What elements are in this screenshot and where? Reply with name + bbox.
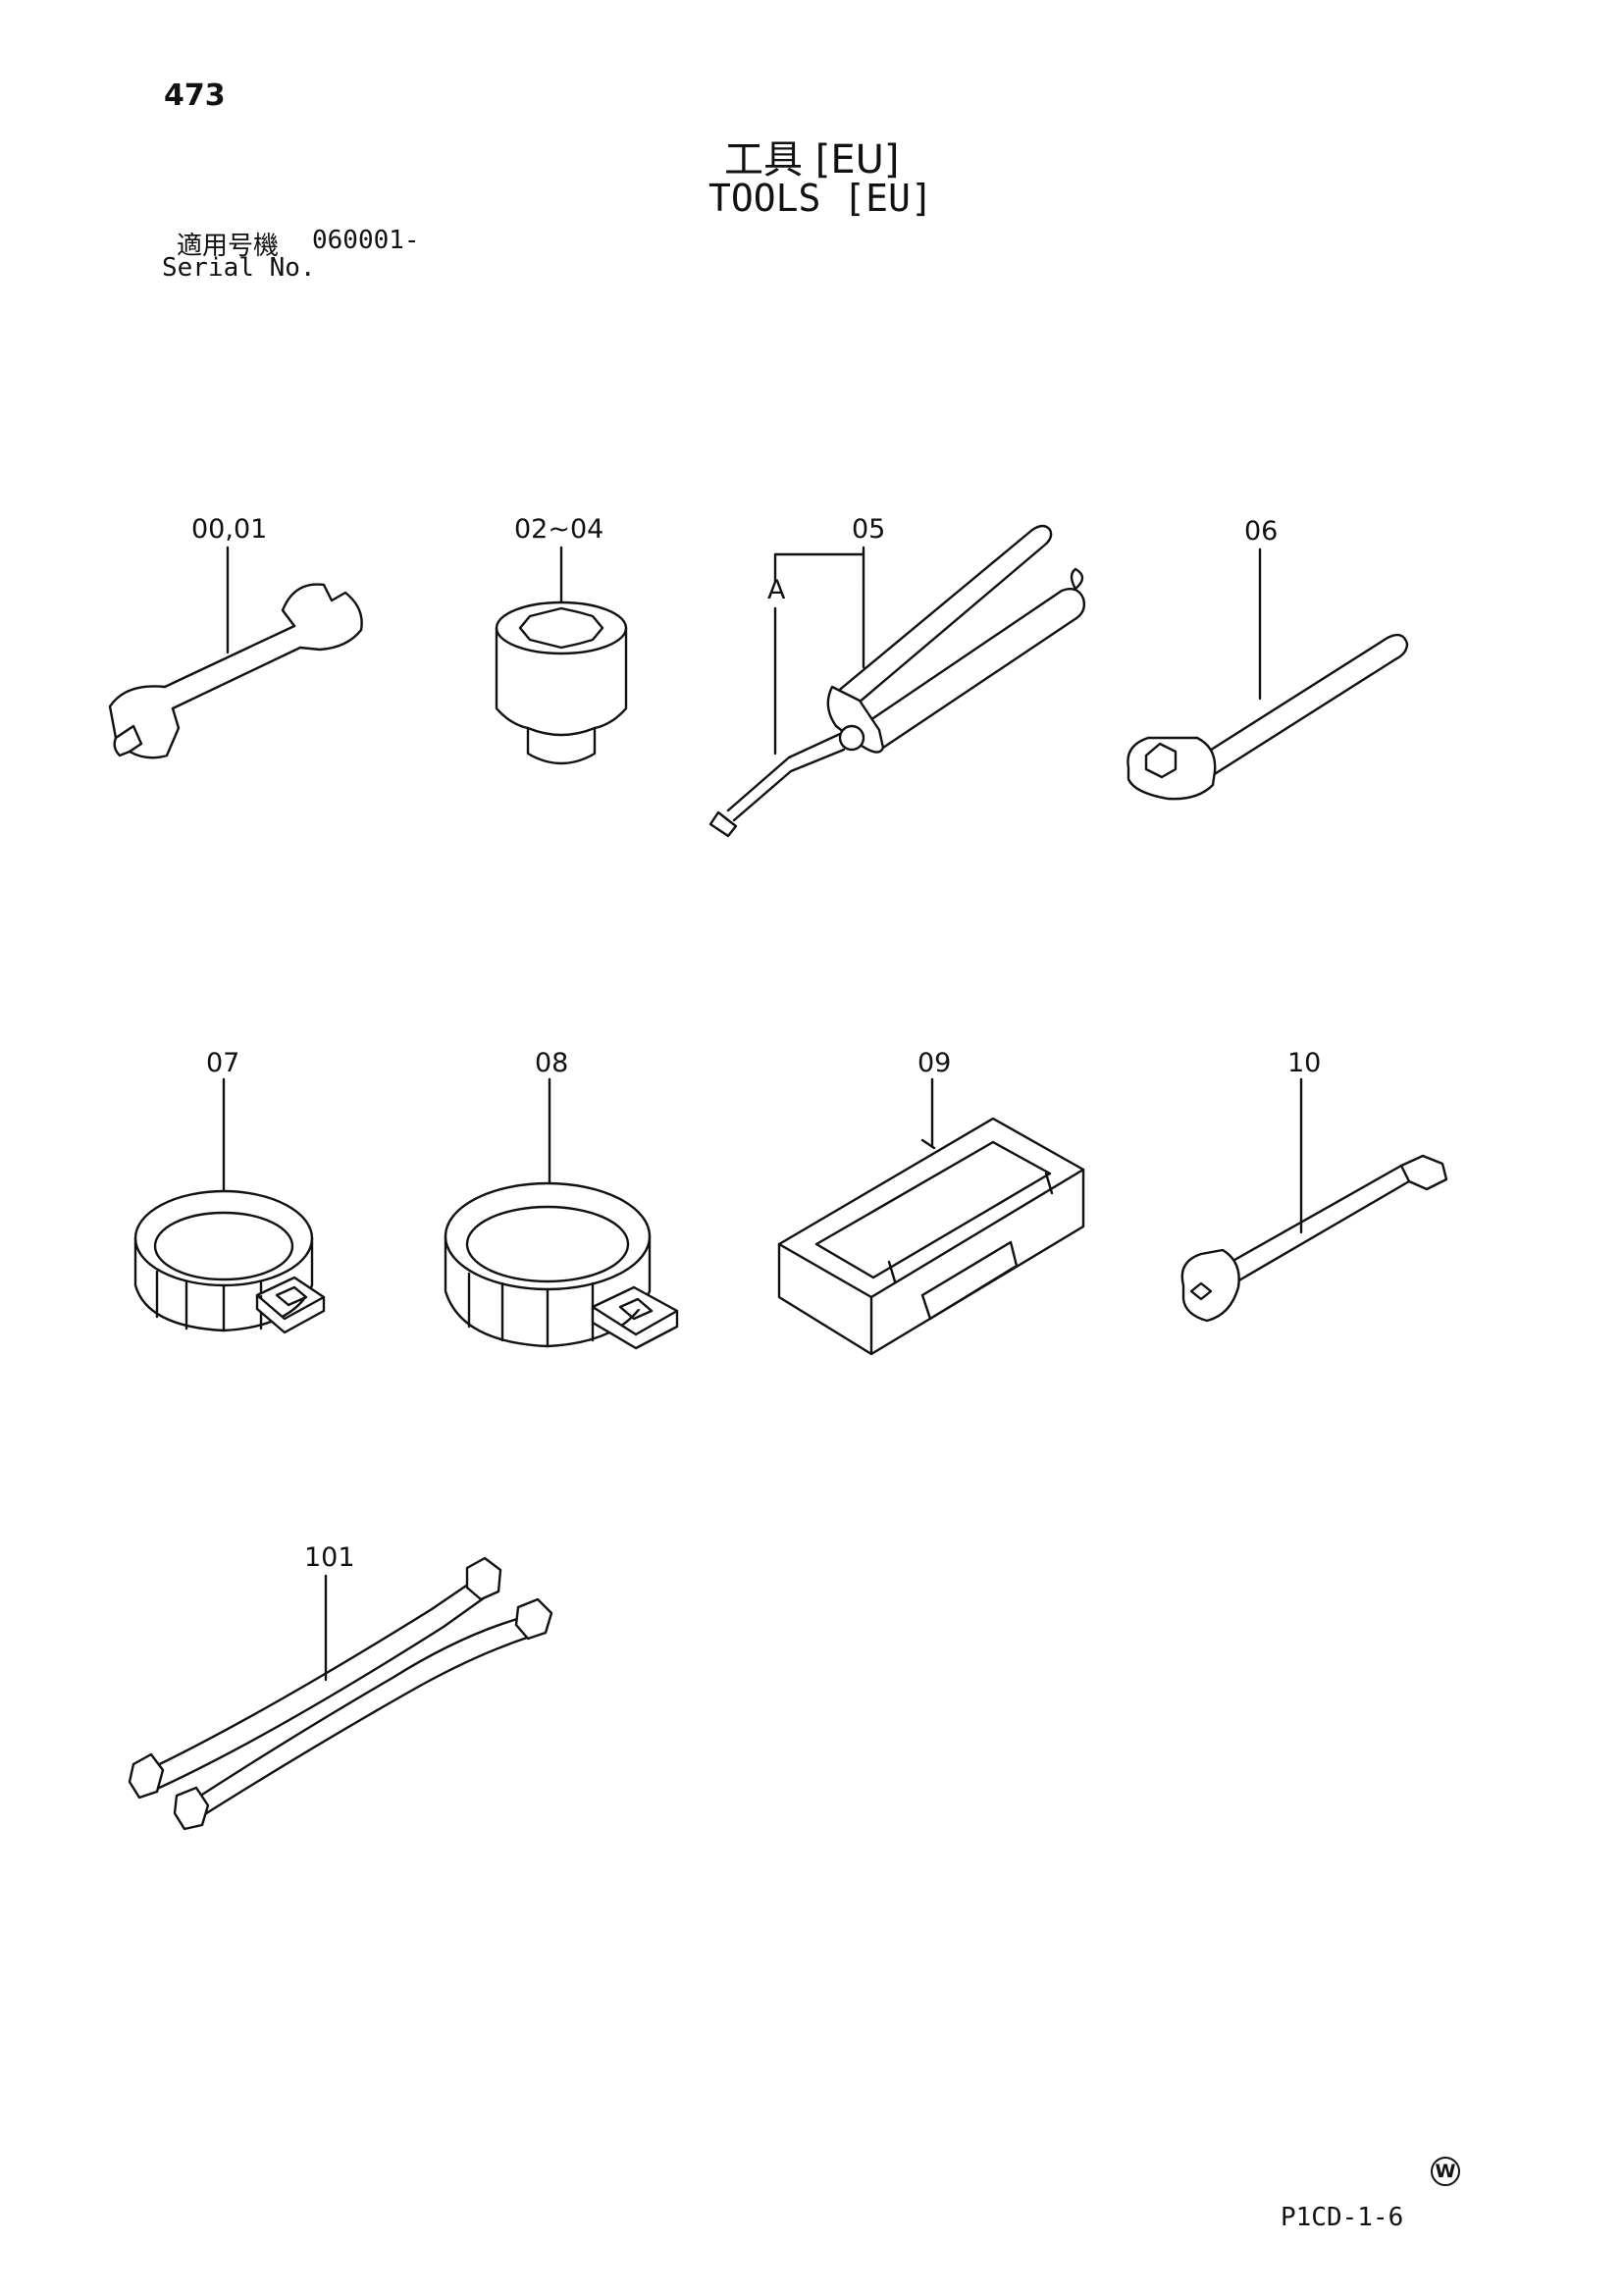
- grease-pivot-icon: [838, 724, 865, 752]
- part-wrench: 00,01: [108, 514, 363, 759]
- extension-square-icon: [1189, 1281, 1213, 1301]
- leader-line: [773, 546, 865, 669]
- grease-handle-icon: [834, 524, 1053, 710]
- document-code: P1CD-1-6: [1281, 2203, 1404, 2232]
- grease-nozzle-tube-icon: [726, 732, 846, 822]
- extension-drive-end-icon: [1399, 1154, 1448, 1191]
- filter-square-drive-icon: [275, 1285, 308, 1307]
- filter-band-top-icon: [444, 1181, 652, 1291]
- wrench-end-cap-icon: [465, 1556, 502, 1601]
- filter-tab-icon: [591, 1285, 679, 1350]
- filter-tab-icon: [255, 1276, 326, 1334]
- grease-barrel-icon: [860, 588, 1086, 750]
- part-ref-label: 00,01: [191, 514, 267, 545]
- serial-label-jp: 適用号機: [177, 232, 280, 261]
- page-title-jp: 工具 [EU]: [724, 137, 900, 183]
- page-number: 473: [164, 78, 226, 113]
- wrench-shank-icon: [163, 624, 302, 710]
- grease-nozzle-tip-icon: [708, 810, 738, 838]
- filter-square-drive-icon: [618, 1297, 654, 1321]
- socket-drive-icon: [526, 726, 597, 765]
- wrench-arm-lower-icon: [186, 1615, 532, 1819]
- part-socket: 02~04: [495, 514, 628, 765]
- page-title-en: TOOLS [EU]: [708, 177, 933, 220]
- part-ref-label: 07: [206, 1048, 239, 1078]
- wrench-arm-upper-icon: [141, 1578, 487, 1792]
- extension-socket-end-icon: [1180, 1248, 1240, 1323]
- serial-label-en: Serial No.: [162, 253, 316, 283]
- socket-hex-icon: [518, 606, 604, 650]
- toolbox-body-icon: [777, 1168, 1085, 1356]
- toolbox-latch-icon: [887, 1138, 1054, 1283]
- part-ref-label: 101: [304, 1542, 355, 1573]
- part-ref-label: 06: [1244, 516, 1278, 547]
- filter-band-top-icon: [133, 1189, 314, 1287]
- wrench-jaw-small-icon: [281, 583, 363, 652]
- wrench-end-cap-icon: [173, 1786, 210, 1831]
- filter-band-inner-icon: [153, 1211, 294, 1281]
- wrench-edge-icon: [113, 736, 131, 757]
- part-extension-bar: 10: [1180, 1048, 1448, 1323]
- wrench-jaw-large-icon: [108, 685, 181, 759]
- part-filter-wrench-small: 07: [133, 1048, 326, 1334]
- wrench-end-cap-icon: [514, 1597, 553, 1641]
- extension-shaft-icon: [1219, 1164, 1411, 1287]
- grease-loop-icon: [1070, 567, 1084, 591]
- socket-rim-icon: [495, 600, 628, 655]
- filter-band-ribs-icon: [155, 1270, 263, 1332]
- part-tool-box: 09: [777, 1048, 1085, 1356]
- socket-body-icon: [495, 626, 628, 730]
- part-ref-label: 09: [917, 1048, 951, 1078]
- sub-label-a: A: [767, 575, 786, 605]
- part-filter-wrench-large: 08: [444, 1048, 679, 1350]
- serial-value: 060001-: [312, 226, 420, 255]
- wrench-end-cap-icon: [128, 1752, 165, 1800]
- part-ref-label: 02~04: [514, 514, 603, 545]
- ratchet-drive-icon: [1144, 742, 1178, 779]
- toolbox-handle-icon: [920, 1240, 1019, 1321]
- part-ref-label: 10: [1287, 1048, 1321, 1078]
- part-ratchet: 06: [1126, 516, 1409, 801]
- maker-mark: W: [1431, 2157, 1460, 2186]
- part-double-wrench: 101: [128, 1542, 553, 1831]
- toolbox-lid-panel-icon: [814, 1140, 1052, 1279]
- part-ref-label: 08: [535, 1048, 568, 1078]
- ratchet-handle-icon: [1203, 633, 1409, 777]
- filter-band-ribs-icon: [467, 1272, 595, 1348]
- part-ref-label: 05: [852, 514, 885, 545]
- filter-band-inner-icon: [465, 1205, 630, 1283]
- part-grease-gun: 05 A: [708, 514, 1086, 838]
